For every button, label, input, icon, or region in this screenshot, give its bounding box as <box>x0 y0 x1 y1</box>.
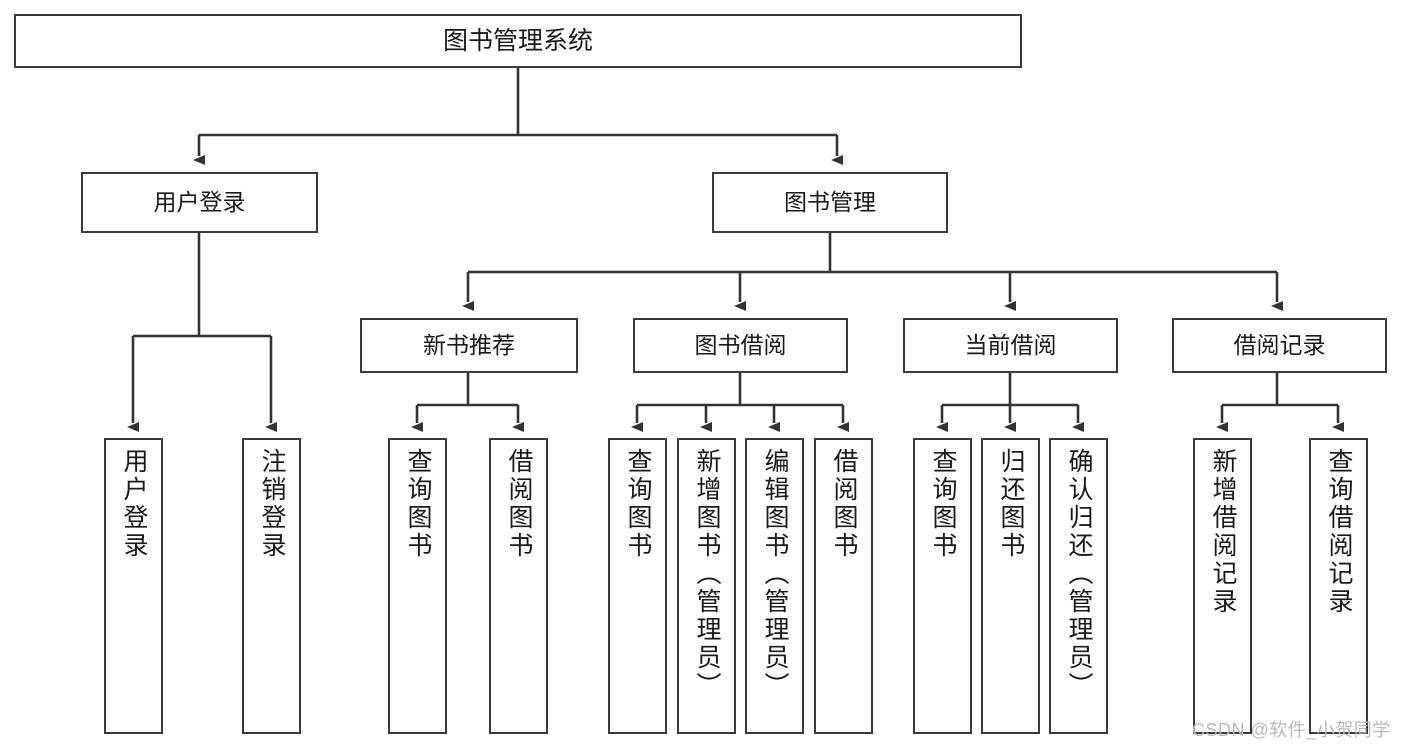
node-label: 查询借阅记录 <box>1325 448 1353 616</box>
node-book-management[interactable]: 图书管理 <box>712 172 948 233</box>
leaf-edit-book-admin[interactable]: 编辑图书（管理员） <box>745 438 804 734</box>
node-label: 归还图书 <box>997 448 1025 560</box>
node-label: 查询图书 <box>404 448 432 560</box>
node-label: 确认归还（管理员） <box>1065 448 1093 700</box>
leaf-query-book-borrow[interactable]: 查询图书 <box>608 438 667 734</box>
node-label: 注销登录 <box>258 448 286 560</box>
node-label: 当前借阅 <box>964 331 1057 358</box>
leaf-query-borrow-record[interactable]: 查询借阅记录 <box>1309 438 1368 734</box>
node-label: 查询图书 <box>929 448 957 560</box>
node-label: 编辑图书（管理员） <box>761 448 789 700</box>
node-borrow-record[interactable]: 借阅记录 <box>1172 318 1387 373</box>
node-label: 图书管理 <box>784 188 876 215</box>
leaf-user-login[interactable]: 用户登录 <box>104 438 163 734</box>
node-label: 查询图书 <box>624 448 652 560</box>
node-label: 图书借阅 <box>694 331 787 358</box>
node-new-book-recommend[interactable]: 新书推荐 <box>360 318 578 373</box>
node-current-borrow[interactable]: 当前借阅 <box>903 318 1118 373</box>
node-label: 用户登录 <box>153 188 246 215</box>
leaf-query-book-recommend[interactable]: 查询图书 <box>388 438 447 734</box>
csdn-watermark: CSDN @软件_小贺同学 <box>1192 720 1391 740</box>
node-label: 新增图书（管理员） <box>693 448 721 700</box>
leaf-borrow-book[interactable]: 借阅图书 <box>814 438 873 734</box>
node-label: 借阅图书 <box>505 448 533 560</box>
leaf-query-book-current[interactable]: 查询图书 <box>913 438 972 734</box>
node-label: 借阅记录 <box>1233 331 1326 358</box>
node-user-login[interactable]: 用户登录 <box>81 172 318 233</box>
node-book-borrow[interactable]: 图书借阅 <box>633 318 848 373</box>
leaf-confirm-return-admin[interactable]: 确认归还（管理员） <box>1049 438 1108 734</box>
leaf-add-book-admin[interactable]: 新增图书（管理员） <box>677 438 736 734</box>
leaf-add-borrow-record[interactable]: 新增借阅记录 <box>1193 438 1252 734</box>
node-label: 新书推荐 <box>423 331 515 358</box>
node-root-book-management-system[interactable]: 图书管理系统 <box>14 14 1022 68</box>
node-label: 图书管理系统 <box>442 27 593 55</box>
node-label: 借阅图书 <box>830 448 858 560</box>
leaf-logout-login[interactable]: 注销登录 <box>242 438 301 734</box>
node-label: 新增借阅记录 <box>1209 448 1237 616</box>
leaf-borrow-book-recommend[interactable]: 借阅图书 <box>489 438 548 734</box>
node-label: 用户登录 <box>120 448 148 560</box>
leaf-return-book[interactable]: 归还图书 <box>981 438 1040 734</box>
